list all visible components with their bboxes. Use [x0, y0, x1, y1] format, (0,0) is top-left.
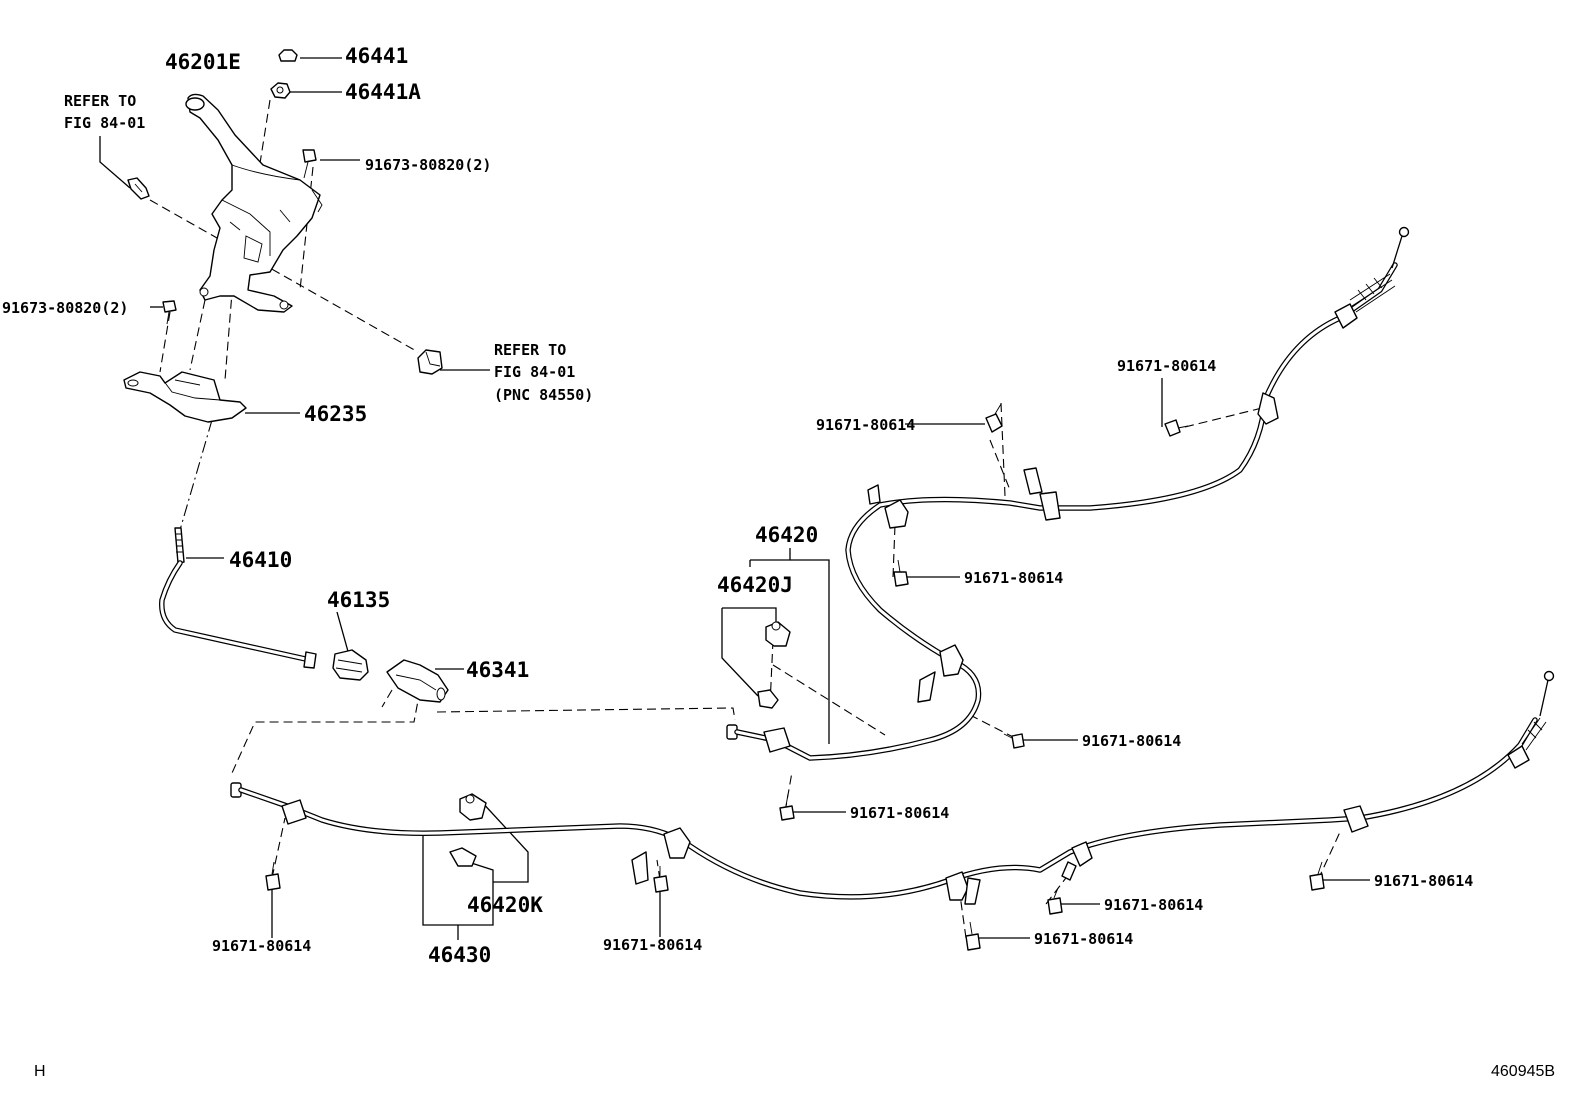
- label-91673-top: 91673-80820(2): [365, 156, 491, 174]
- label-refer-to-1: REFER TO: [64, 92, 136, 110]
- bolt-refer-upper: [127, 177, 150, 200]
- label-bolt-far-right: 91671-80614: [1374, 872, 1473, 890]
- bolt-lower-center: [965, 921, 981, 951]
- label-fig-2: FIG 84-01: [494, 363, 575, 381]
- clip-46420k-upper: [459, 793, 487, 821]
- leader-lines: [99, 57, 1370, 940]
- bolt-91673-left: [162, 300, 177, 325]
- nut-46441a: [270, 82, 291, 99]
- label-46420j: 46420J: [717, 573, 793, 597]
- equalizer-46135: [332, 649, 369, 681]
- clip-refer-84550: [417, 349, 443, 375]
- rear-cable-46420: [726, 226, 1410, 761]
- bolt-right-mid: [1003, 733, 1025, 749]
- clip-46420k-lower: [449, 847, 477, 867]
- bolts-91671: [265, 403, 1325, 951]
- label-46420: 46420: [755, 523, 818, 547]
- clip-46420j-lower: [757, 689, 779, 709]
- label-refer-to-2: REFER TO: [494, 341, 566, 359]
- bolt-91673-top: [302, 149, 317, 179]
- label-46135: 46135: [327, 588, 390, 612]
- label-46341: 46341: [466, 658, 529, 682]
- label-bolt-center: 91671-80614: [850, 804, 949, 822]
- label-bolt-upper-mid: 91671-80614: [816, 416, 915, 434]
- label-bolt-lower-center: 91671-80614: [1034, 930, 1133, 948]
- label-bolt-mid-grommet: 91671-80614: [964, 569, 1063, 587]
- rear-cable-46430: [230, 670, 1555, 905]
- corner-marks: H 460945B: [34, 1063, 1555, 1080]
- part-labels: 46201E 46441 46441A REFER TO FIG 84-01 9…: [2, 44, 1473, 967]
- parking-brake-lever-46201e: [185, 93, 323, 313]
- label-pnc: (PNC 84550): [494, 386, 593, 404]
- bolt-mid-grommet: [893, 559, 909, 587]
- label-46441: 46441: [345, 44, 408, 68]
- front-cable-46410: [159, 527, 317, 669]
- label-91673-left: 91673-80820(2): [2, 299, 128, 317]
- bolt-lower-mid: [653, 866, 669, 893]
- bolt-lower-right-1: [1047, 887, 1063, 915]
- bracket-46235: [123, 371, 247, 423]
- label-46410: 46410: [229, 548, 292, 572]
- label-bolt-lower-left: 91671-80614: [212, 937, 311, 955]
- label-46201e: 46201E: [165, 50, 241, 74]
- label-bolt-lower-right-1: 91671-80614: [1104, 896, 1203, 914]
- corner-letter: H: [34, 1063, 46, 1080]
- label-46420k: 46420K: [467, 893, 543, 917]
- label-fig-1: FIG 84-01: [64, 114, 145, 132]
- bolt-upper-mid: [985, 403, 1003, 433]
- label-bolt-right-mid: 91671-80614: [1082, 732, 1181, 750]
- figure-id: 460945B: [1491, 1063, 1555, 1080]
- nut-46441: [278, 49, 298, 62]
- label-bolt-lower-mid: 91671-80614: [603, 936, 702, 954]
- bolt-upper-right: [1164, 419, 1189, 437]
- label-46430: 46430: [428, 943, 491, 967]
- label-46235: 46235: [304, 402, 367, 426]
- label-bolt-upper-right: 91671-80614: [1117, 357, 1216, 375]
- bolt-lower-left: [265, 861, 281, 891]
- equalizer-cover-46341: [386, 659, 449, 703]
- bolt-far-right: [1309, 861, 1325, 891]
- bolt-center: [779, 793, 795, 821]
- label-46441a: 46441A: [345, 80, 421, 104]
- clip-46420j-upper: [765, 621, 791, 647]
